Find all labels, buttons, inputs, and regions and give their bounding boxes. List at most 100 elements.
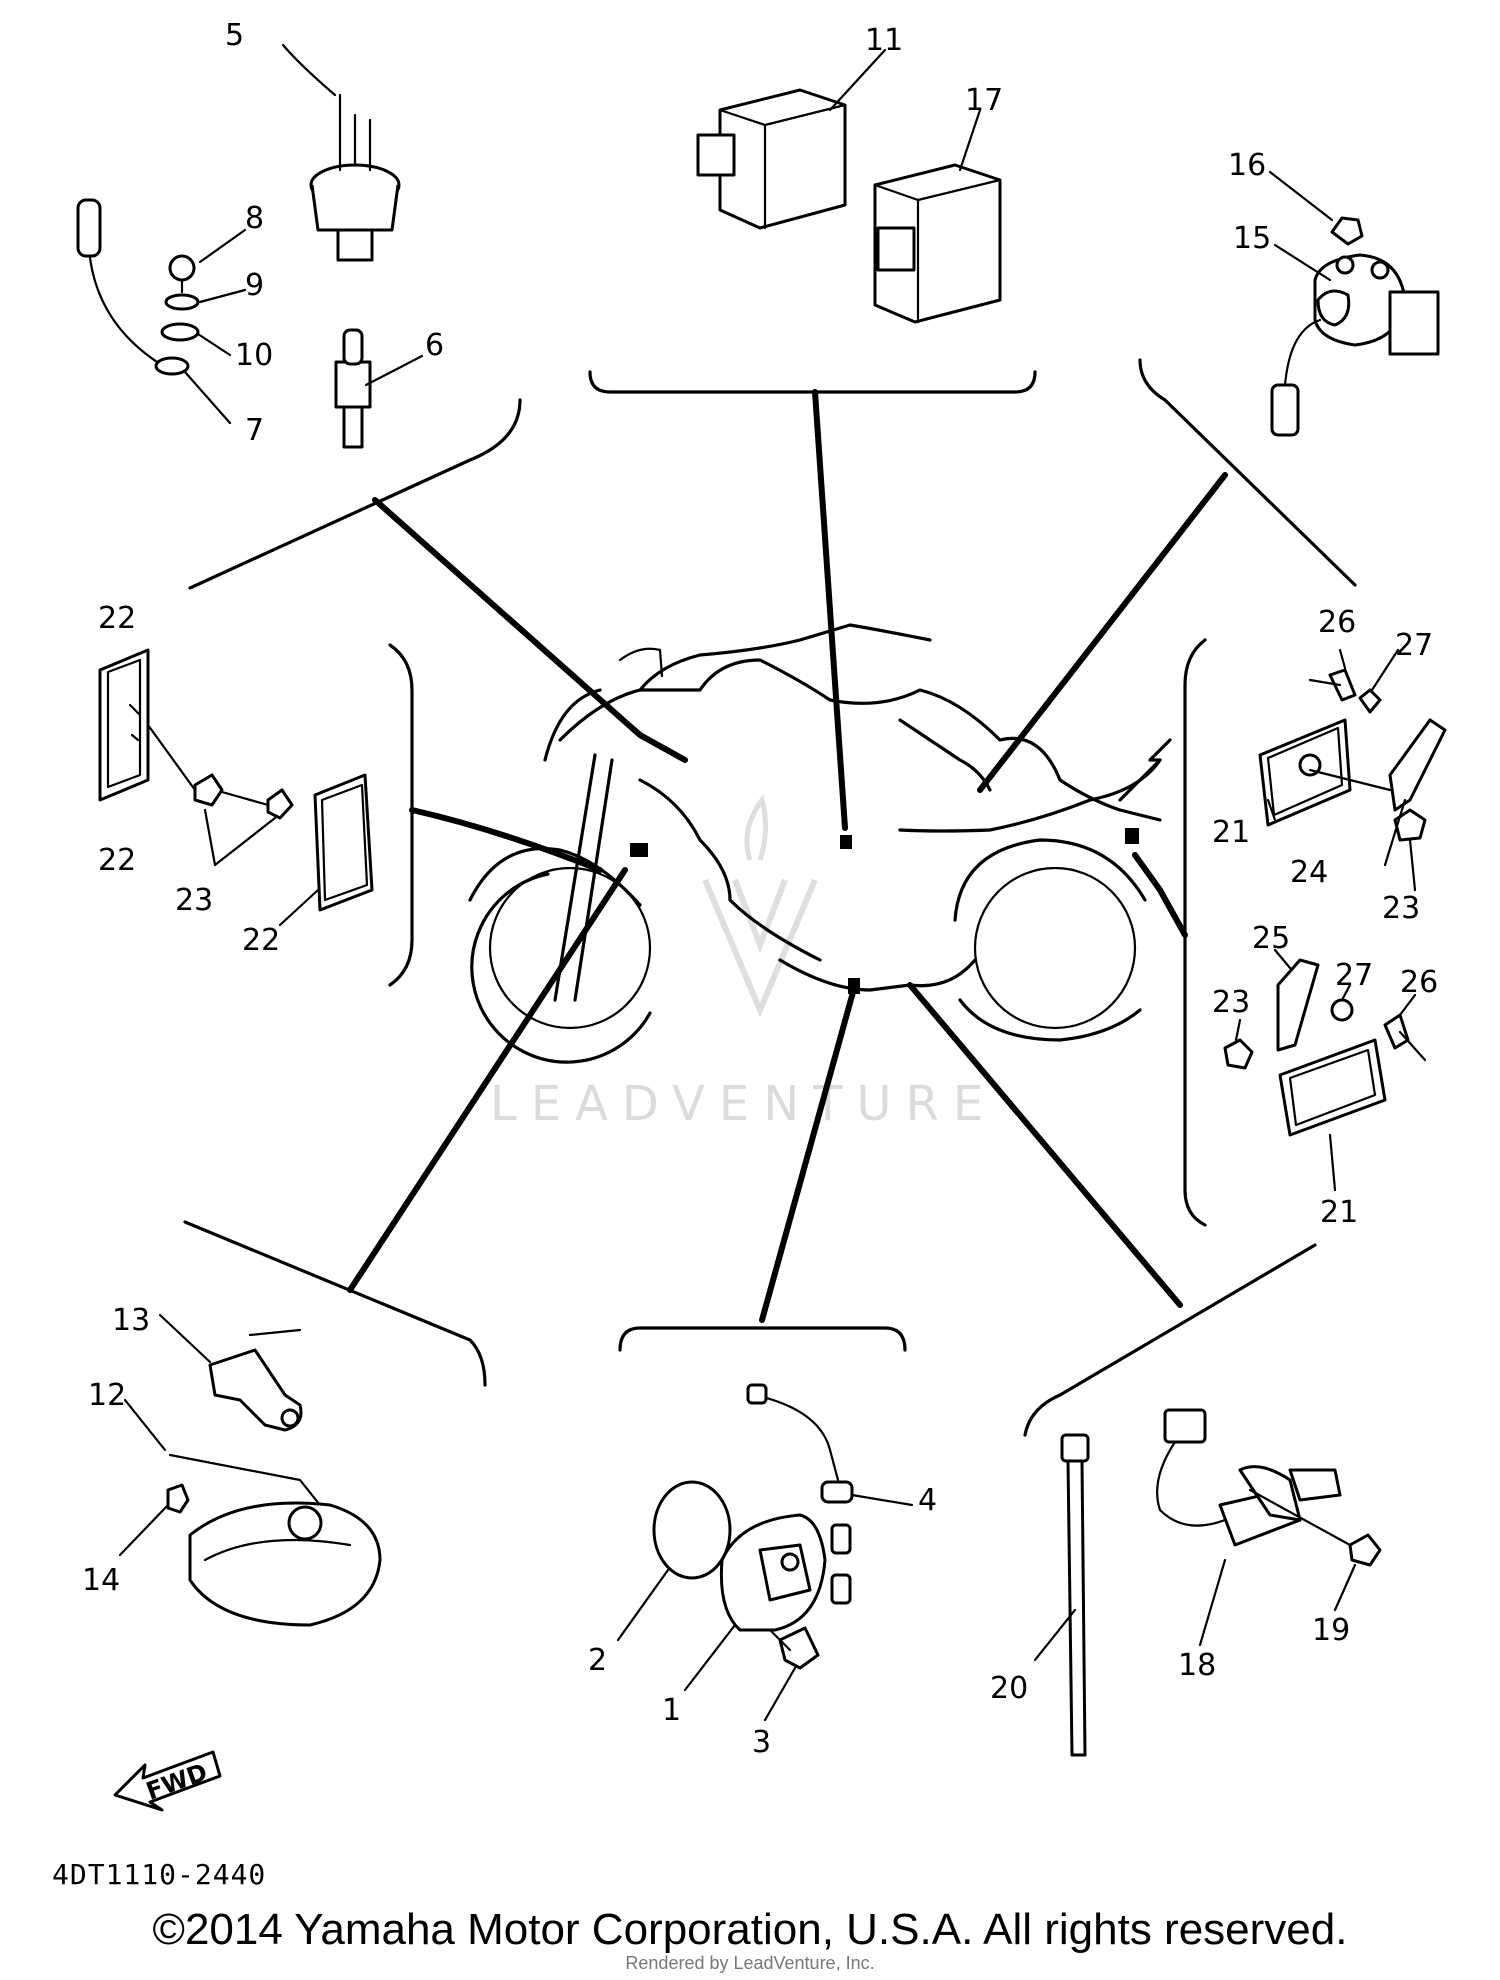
switch-18-housing bbox=[1238, 1465, 1302, 1522]
part-group-switch bbox=[1033, 1408, 1382, 1757]
callout-leader-17 bbox=[958, 108, 982, 172]
callout-21-lower: 21 bbox=[1320, 1195, 1358, 1230]
o-ring-2-icon bbox=[652, 1480, 732, 1580]
callout-leader-11 bbox=[828, 48, 887, 112]
callout-leader-16 bbox=[1268, 170, 1334, 222]
bracket-bottom-left bbox=[183, 1220, 487, 1387]
callout-14: 14 bbox=[82, 1563, 120, 1598]
reflector-21-lower-lens bbox=[1288, 1048, 1377, 1127]
reflector-21-lower bbox=[1278, 1038, 1387, 1137]
watermark: LEADVENTURE bbox=[490, 794, 983, 1132]
relay-11-edges bbox=[718, 103, 847, 230]
switch-18-plug bbox=[1163, 1408, 1207, 1444]
callout-leader-7 bbox=[183, 370, 232, 425]
rear-wheel-tire bbox=[958, 998, 1142, 1042]
frame-underline bbox=[778, 958, 977, 992]
bolt-26-upper-shank bbox=[1308, 678, 1342, 687]
band-20-strap bbox=[1066, 1459, 1087, 1757]
solenoid-15-post-b bbox=[1370, 260, 1390, 280]
rear-mount-dot bbox=[1125, 828, 1139, 844]
headlight-fairing bbox=[543, 688, 602, 762]
connector-4-lower bbox=[830, 1573, 852, 1605]
reflector-21-upper-lens bbox=[1266, 726, 1344, 817]
solenoid-15-post-a bbox=[1335, 255, 1355, 275]
sensor-cap-icon bbox=[76, 198, 102, 258]
nut-23-right-lower bbox=[1223, 1038, 1254, 1070]
nut-23-right-upper bbox=[1393, 808, 1427, 842]
bracket-top-left bbox=[188, 398, 522, 590]
callout-3: 3 bbox=[752, 1725, 771, 1760]
callout-leader-13 bbox=[158, 1313, 212, 1364]
switch-18-wire bbox=[1156, 1440, 1227, 1527]
screw-19-leader bbox=[1248, 1488, 1352, 1547]
sensor-wire bbox=[88, 256, 172, 372]
callout-22-lower: 22 bbox=[242, 923, 280, 958]
callout-16: 16 bbox=[1228, 148, 1266, 183]
plug-6-top bbox=[342, 328, 364, 366]
callout-27-upper: 27 bbox=[1395, 628, 1433, 663]
screw-19-icon bbox=[1348, 1533, 1382, 1567]
rendered-by-notice: Rendered by LeadVenture, Inc. bbox=[625, 1953, 875, 1973]
relay-17-edges bbox=[873, 178, 1002, 324]
tail-section bbox=[898, 758, 1162, 833]
switch-5-thread bbox=[336, 228, 374, 262]
front-fender bbox=[468, 847, 642, 907]
callout-4: 4 bbox=[918, 1483, 937, 1518]
callout-leader-23 bbox=[203, 808, 277, 867]
bracket-13-hole bbox=[280, 1408, 300, 1428]
upper-fairing bbox=[638, 623, 932, 692]
reflector-22-lower bbox=[313, 773, 374, 912]
nut-23-lower bbox=[266, 788, 294, 820]
leader-top-left bbox=[372, 497, 688, 763]
horn-12-center bbox=[287, 1505, 323, 1541]
callout-leader-9 bbox=[198, 288, 247, 304]
callout-8: 8 bbox=[245, 201, 264, 236]
leader-bottom-center bbox=[759, 982, 858, 1323]
callout-5: 5 bbox=[225, 18, 244, 53]
switch-5-terminals bbox=[338, 93, 372, 172]
reflector-stud-leaders bbox=[146, 723, 270, 807]
bracket-bottom-center bbox=[618, 1326, 907, 1352]
forward-arrow-icon: FWD bbox=[113, 1750, 222, 1812]
callout-leader-4 bbox=[850, 1493, 914, 1507]
callout-12: 12 bbox=[88, 1378, 126, 1413]
solenoid-15-wire bbox=[1283, 318, 1322, 387]
callout-2: 2 bbox=[588, 1643, 607, 1678]
bracket-left bbox=[388, 643, 414, 987]
relay-11-body bbox=[718, 88, 847, 230]
windscreen bbox=[618, 647, 664, 678]
callout-leader-21-lower bbox=[1328, 1133, 1337, 1192]
callout-26-upper: 26 bbox=[1318, 605, 1356, 640]
engine-outline bbox=[638, 778, 822, 962]
callout-10: 10 bbox=[235, 338, 273, 373]
front-fork bbox=[553, 753, 614, 1002]
callout-leader-18 bbox=[1198, 1558, 1227, 1647]
callout-20: 20 bbox=[990, 1671, 1028, 1706]
copyright-notice: ©2014 Yamaha Motor Corporation, U.S.A. A… bbox=[152, 1905, 1348, 1954]
tank-and-seat-line bbox=[558, 658, 1162, 822]
screw-8-icon bbox=[168, 254, 196, 282]
sensor-1-wire bbox=[753, 1393, 840, 1482]
callout-9: 9 bbox=[245, 268, 264, 303]
solenoid-15-cap bbox=[1316, 289, 1351, 327]
callout-leader-14 bbox=[118, 1503, 170, 1557]
bracket-right bbox=[1183, 638, 1207, 1227]
relay-17-connector bbox=[876, 226, 916, 272]
reflector-22-upper-lens bbox=[106, 658, 142, 789]
leader-right bbox=[1132, 852, 1188, 938]
bolt-3-head bbox=[778, 1626, 820, 1670]
center-mount-dot bbox=[840, 835, 852, 849]
grommet-4-icon bbox=[820, 1480, 854, 1504]
sensor-1-hole bbox=[780, 1552, 800, 1572]
washer-9-icon bbox=[164, 293, 200, 311]
bolt-26-upper-head bbox=[1328, 668, 1357, 702]
washer-27-upper bbox=[1358, 688, 1382, 714]
leader-bottom-right bbox=[907, 982, 1183, 1308]
sensor-1-plug bbox=[746, 1383, 768, 1405]
plug-6-body bbox=[334, 360, 372, 409]
callout-leaders-24-23 bbox=[1383, 798, 1417, 892]
rear-fender bbox=[953, 838, 1147, 922]
part-group-starter-relay bbox=[1268, 170, 1440, 437]
relay-17-body bbox=[873, 163, 1002, 324]
